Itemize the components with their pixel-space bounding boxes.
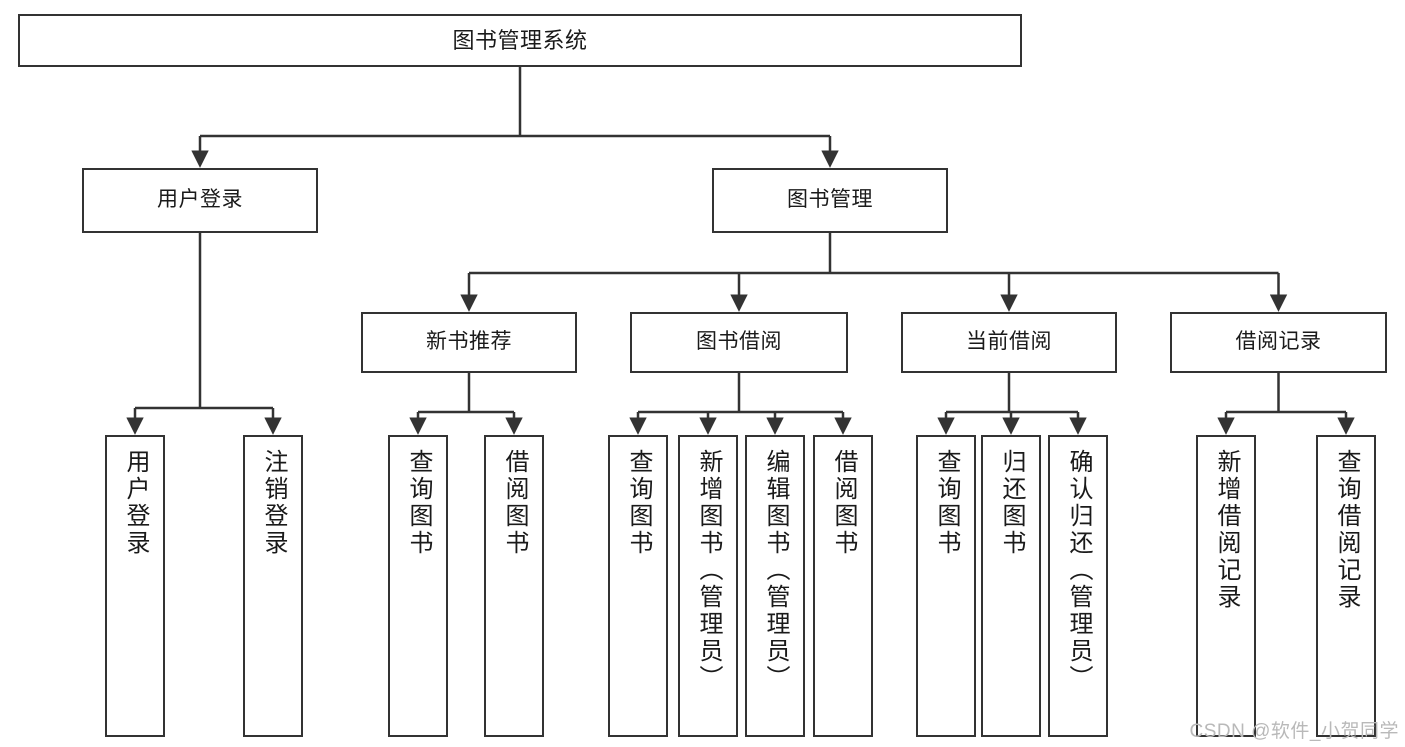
node-book-manage-label: 图书管理 [787, 188, 873, 212]
node-leaf-query-book-3-label: 查询图书 [933, 449, 960, 557]
node-book-borrow[interactable]: 图书借阅 [630, 312, 848, 373]
node-leaf-borrow-book-1[interactable]: 借阅图书 [484, 435, 544, 737]
node-leaf-query-book-1-label: 查询图书 [405, 449, 432, 557]
node-leaf-add-book[interactable]: 新增图书（管理员） [678, 435, 738, 737]
node-new-book-recommend-label: 新书推荐 [426, 330, 512, 354]
node-borrow-record-label: 借阅记录 [1235, 330, 1322, 354]
node-leaf-confirm-return-label: 确认归还（管理员） [1065, 449, 1092, 692]
node-new-book-recommend[interactable]: 新书推荐 [361, 312, 577, 373]
node-current-borrow-label: 当前借阅 [966, 330, 1052, 354]
node-current-borrow[interactable]: 当前借阅 [901, 312, 1117, 373]
node-root[interactable]: 图书管理系统 [18, 14, 1022, 67]
node-leaf-query-record-label: 查询借阅记录 [1333, 449, 1360, 611]
node-leaf-return-book[interactable]: 归还图书 [981, 435, 1041, 737]
node-leaf-return-book-label: 归还图书 [998, 449, 1025, 557]
node-leaf-borrow-book-2-label: 借阅图书 [830, 449, 857, 557]
node-leaf-borrow-book-1-label: 借阅图书 [501, 449, 528, 557]
node-book-manage[interactable]: 图书管理 [712, 168, 948, 233]
node-leaf-user-login-label: 用户登录 [122, 449, 149, 557]
node-leaf-query-book-2-label: 查询图书 [625, 449, 652, 557]
node-leaf-add-book-label: 新增图书（管理员） [695, 449, 722, 692]
node-leaf-user-login[interactable]: 用户登录 [105, 435, 165, 737]
node-leaf-edit-book[interactable]: 编辑图书（管理员） [745, 435, 805, 737]
node-user-login-label: 用户登录 [157, 188, 243, 212]
node-book-borrow-label: 图书借阅 [696, 330, 782, 354]
watermark: CSDN @软件_小贺同学 [1189, 721, 1399, 742]
node-leaf-add-record-label: 新增借阅记录 [1213, 449, 1240, 611]
node-user-login[interactable]: 用户登录 [82, 168, 318, 233]
node-root-label: 图书管理系统 [452, 27, 588, 53]
node-leaf-query-book-3[interactable]: 查询图书 [916, 435, 976, 737]
node-leaf-logout-label: 注销登录 [260, 449, 287, 557]
node-leaf-add-record[interactable]: 新增借阅记录 [1196, 435, 1256, 737]
node-leaf-query-record[interactable]: 查询借阅记录 [1316, 435, 1376, 737]
node-leaf-edit-book-label: 编辑图书（管理员） [762, 449, 789, 692]
node-leaf-query-book-2[interactable]: 查询图书 [608, 435, 668, 737]
node-leaf-query-book-1[interactable]: 查询图书 [388, 435, 448, 737]
node-leaf-logout[interactable]: 注销登录 [243, 435, 303, 737]
node-borrow-record[interactable]: 借阅记录 [1170, 312, 1387, 373]
node-leaf-confirm-return[interactable]: 确认归还（管理员） [1048, 435, 1108, 737]
node-leaf-borrow-book-2[interactable]: 借阅图书 [813, 435, 873, 737]
